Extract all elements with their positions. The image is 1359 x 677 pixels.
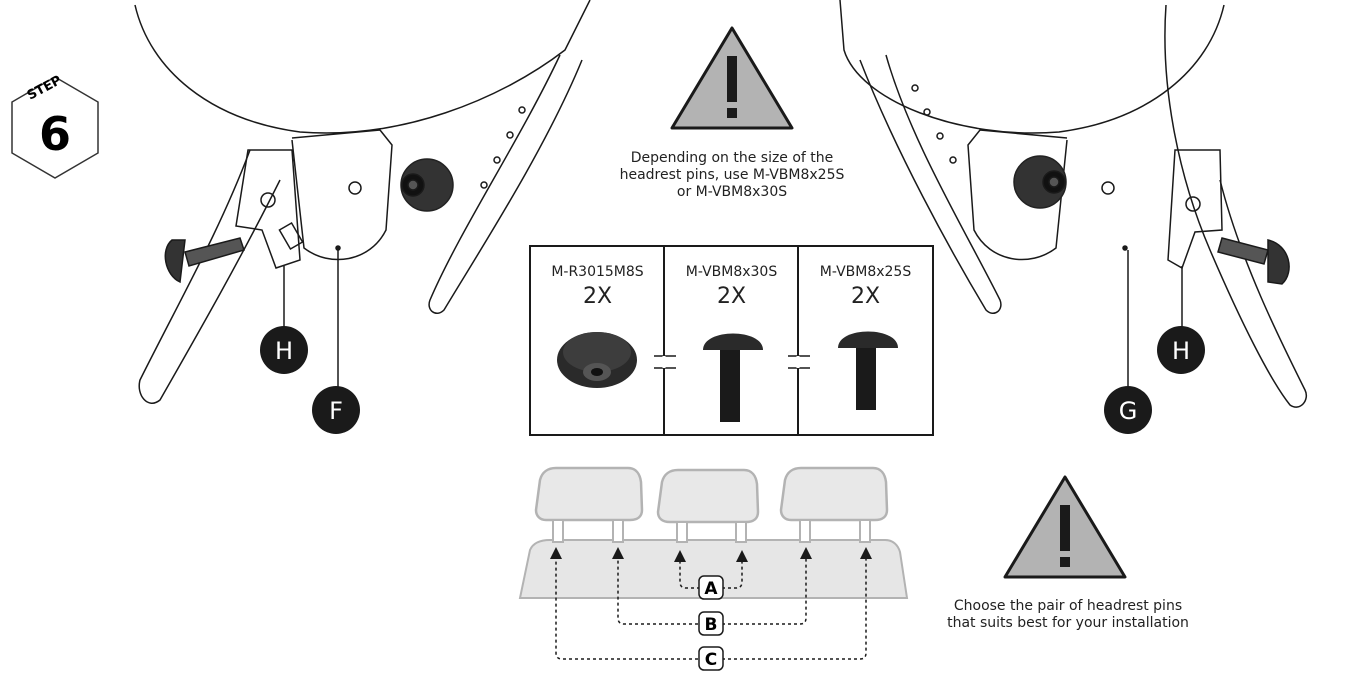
svg-text:F: F <box>329 397 343 425</box>
svg-text:B: B <box>705 615 718 635</box>
warning-top-line-2: headrest pins, use M-VBM8x25S <box>619 167 845 183</box>
warning-bottom-line-1: Choose the pair of headrest pins <box>953 598 1183 614</box>
warning-top-text: Depending on the size of the headrest pi… <box>592 150 872 201</box>
equivalence-symbol-1 <box>654 355 676 369</box>
seat-row-diagram: A B C <box>518 466 909 671</box>
warning-bottom-line-2: that suits best for your installation <box>947 615 1189 631</box>
callout-left-f: F <box>312 386 360 434</box>
warning-triangle-icon <box>1003 475 1127 579</box>
svg-text:C: C <box>705 650 717 670</box>
equivalence-symbol-2 <box>788 355 810 369</box>
part-bolt-25: M-VBM8x25S 2X <box>799 246 932 435</box>
parts-box <box>529 245 934 436</box>
svg-text:A: A <box>704 579 718 599</box>
warning-top-line-3: or M-VBM8x30S <box>676 184 788 200</box>
callout-left-h: H <box>260 326 308 374</box>
part-qty: 2X <box>716 284 747 309</box>
left-headrest-assembly <box>134 0 591 404</box>
part-knob: M-R3015M8S 2X <box>531 246 664 435</box>
svg-text:G: G <box>1119 397 1138 425</box>
svg-text:H: H <box>1172 337 1190 365</box>
part-code: M-R3015M8S <box>551 264 644 280</box>
star-knob-icon <box>557 332 637 388</box>
step-badge: STEP 6 <box>11 73 99 179</box>
right-headrest-assembly <box>839 0 1307 408</box>
left-star-knob-icon <box>400 158 454 212</box>
step-number: 6 <box>39 107 71 161</box>
pin-pair-b: B <box>698 611 724 636</box>
right-star-knob-icon <box>1013 155 1067 209</box>
pin-pair-c: C <box>698 646 724 671</box>
svg-text:H: H <box>275 337 293 365</box>
part-qty: 2X <box>850 284 881 309</box>
warning-triangle-icon <box>670 26 794 130</box>
part-bolt-30: M-VBM8x30S 2X <box>665 246 798 435</box>
pin-pair-a: A <box>698 575 724 600</box>
callout-right-h: H <box>1157 326 1205 374</box>
callout-right-g: G <box>1104 386 1152 434</box>
carriage-bolt-short-icon <box>838 331 898 410</box>
warning-top-line-1: Depending on the size of the <box>630 150 834 166</box>
part-code: M-VBM8x25S <box>819 264 912 280</box>
warning-bottom-text: Choose the pair of headrest pins that su… <box>918 598 1218 632</box>
part-qty: 2X <box>582 284 613 309</box>
carriage-bolt-long-icon <box>703 333 763 422</box>
part-code: M-VBM8x30S <box>685 264 778 280</box>
